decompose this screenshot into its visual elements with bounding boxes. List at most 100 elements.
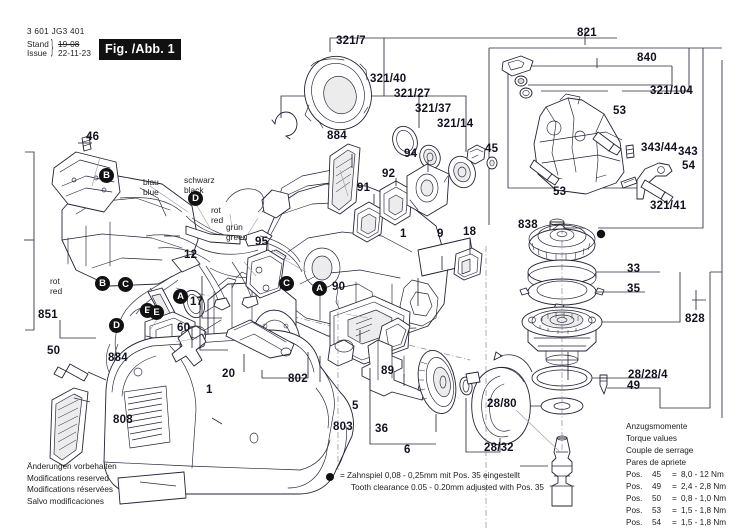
callout-94: 94 [404,148,418,160]
torque-eq: = [672,482,677,492]
part-lever-343 [620,162,673,200]
bubble-a-left: A [173,289,188,304]
callout-321-14: 321/14 [437,118,474,130]
callout-35: 35 [627,283,641,295]
value-issue: 22-11-23 [58,48,91,58]
sheet-header: 3 601 JG3 401 Stand Issue } 19-08 22-11-… [27,27,91,58]
part-46 [81,135,92,152]
part-ring-17 [183,289,205,319]
bracket-321-104 [528,48,690,92]
callout-1-top: 1 [400,228,407,240]
callout-343: 343 [678,146,698,158]
callout-53-top: 53 [613,105,627,117]
callout-321-104: 321/104 [650,85,693,97]
callout-321-7: 321/7 [336,35,366,47]
modifications-es: Salvo modificaciones [27,496,104,506]
torque-value: 0,8 - 1,0 Nm [681,494,727,504]
part-ring-large [392,125,418,157]
clearance-dot-gear [596,229,606,239]
part-label-plate [117,471,187,505]
bubble-d-lower: D [109,318,124,333]
part-18 [453,247,483,281]
callout-33: 33 [627,263,641,275]
wire-label-black-de: schwarz [184,175,215,185]
wire-label-black-en: black [184,184,204,195]
torque-row: Pos. 50 = 0,8 - 1,0 Nm [626,493,726,505]
callout-49: 49 [627,380,641,392]
part-pin-343-44 [625,144,635,159]
callout-53-bot: 53 [553,186,567,198]
torque-value: 1,5 - 1,8 Nm [681,518,727,528]
wire-label-red1-de: rot [211,205,221,215]
callout-321-37: 321/37 [415,103,452,115]
callout-17: 17 [190,296,204,308]
torque-row: Pos. 45 = 8,0 - 12 Nm [626,469,726,481]
value-stand: 19-08 [58,39,80,49]
part-screw-53-bottom [529,159,560,186]
bubble-d-upper: D [188,191,203,206]
callout-45: 45 [485,143,499,155]
callout-91: 91 [357,182,371,194]
brace-glyph: } [50,35,54,57]
torque-title-fr: Couple de serrage [626,446,694,456]
part-45-washer [486,156,498,170]
part-45-nut [466,144,486,165]
part-94 [406,163,450,217]
callout-18: 18 [463,226,477,238]
callout-884-low: 884 [108,352,128,364]
bubble-b-upper: B [99,168,114,183]
header-values: 19-08 22-11-23 [58,40,91,58]
callout-838: 838 [518,219,538,231]
callout-20: 20 [222,368,236,380]
part-fan-cover [304,55,372,131]
torque-row: Pos. 54 = 1,5 - 1,8 Nm [626,517,726,529]
torque-eq: = [672,470,677,480]
wire-label-black: schwarz black [184,175,215,196]
callout-803: 803 [333,421,353,433]
torque-eq: = [672,494,677,504]
wire-label-blue: blau blue [143,177,159,198]
torque-pos-label: Pos. [626,494,643,504]
callout-343-44: 343/44 [641,142,678,154]
clearance-note-en: Tooth clearance 0.05 - 0.20mm adjusted w… [351,482,544,492]
torque-value: 2,4 - 2,8 Nm [681,482,727,492]
torque-pos-label: Pos. [626,518,643,528]
torque-value: 1,5 - 1,8 Nm [681,506,727,516]
part-bearing-large [448,155,476,189]
callout-36: 36 [375,423,389,435]
bubble-a-right: A [312,281,327,296]
callout-46: 46 [86,131,100,143]
bubble-c-right: C [279,276,294,291]
callout-9: 9 [437,228,444,240]
wire-label-red1-en: red [211,214,224,225]
part-handle-body [103,329,354,495]
callout-28-32: 28/32 [484,442,514,454]
callout-54: 54 [682,160,696,172]
torque-title-es: Pares de apriete [626,458,687,468]
callout-321-41: 321/41 [650,200,687,212]
bubble-c-left: C [118,277,133,292]
clearance-note-de: = Zahnspiel 0,08 - 0,25mm mit Pos. 35 ei… [340,471,520,480]
callout-321-40: 321/40 [370,73,407,85]
part-grommet [514,75,528,87]
callout-821: 821 [577,27,597,39]
part-20-bar [225,319,295,359]
part-91 [352,201,384,243]
wire-label-green-en: green [226,231,248,242]
torque-title-en: Torque values [626,434,677,444]
torque-pos-label: Pos. [626,506,643,516]
callout-321-27: 321/27 [394,88,431,100]
part-bearing-carrier [521,306,603,366]
part-screw-54 [640,179,674,205]
callout-808: 808 [113,414,133,426]
torque-block: Anzugsmomente Torque values Couple de se… [626,421,726,529]
callout-6: 6 [404,444,411,456]
modifications-de: Änderungen vorbehalten [27,462,117,471]
part-end-cap [51,151,121,213]
callout-802: 802 [288,373,308,385]
part-screw-50 [53,363,89,382]
torque-eq: = [672,518,677,528]
torque-pos-num: 50 [652,494,662,504]
clearance-note-dot [326,473,334,481]
